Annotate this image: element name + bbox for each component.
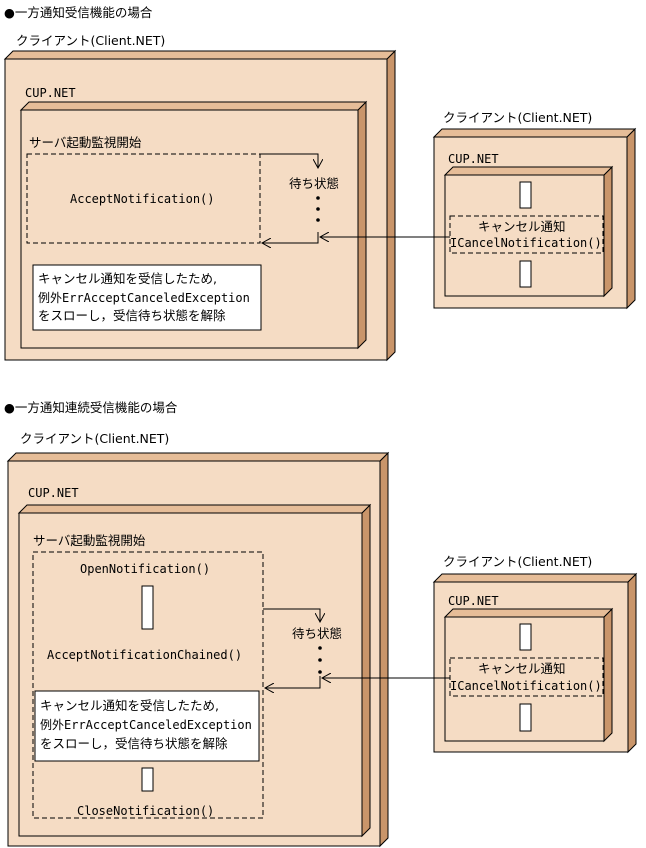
note-line: キャンセル通知を受信したため, (38, 271, 217, 286)
cancel-region (449, 657, 604, 697)
monitor-region (32, 551, 264, 819)
cancel-label: キャンセル通知 (478, 219, 566, 234)
wait-end-arrow (262, 232, 319, 243)
wait-label: 待ち状態 (289, 176, 339, 191)
activation-bar (519, 623, 532, 651)
cancel-label: キャンセル通知 (478, 661, 566, 676)
remote-client-label: クライアント(Client.NET) (443, 110, 592, 125)
cancel-method: ICancelNotification() (450, 679, 602, 693)
remote-cup-label: CUP.NET (448, 594, 499, 608)
open-notification-call: OpenNotification() (80, 562, 210, 576)
accept-notification-chained-call: AcceptNotificationChained() (47, 648, 242, 662)
wait-start-arrow (263, 608, 320, 622)
exception-note: キャンセル通知を受信したため, 例外ErrAcceptCanceledExcep… (32, 264, 262, 331)
wait-end-arrow (265, 676, 321, 688)
note-line: キャンセル通知を受信したため, (40, 698, 219, 713)
wait-dots (318, 646, 322, 674)
note-line: 例外ErrAcceptCanceledException (38, 291, 250, 305)
note-line: をスローし，受信待ち状態を解除 (38, 308, 226, 323)
client-label: クライアント(Client.NET) (16, 33, 165, 48)
note-line: をスローし，受信待ち状態を解除 (40, 736, 228, 751)
cancel-method: ICancelNotification() (450, 236, 602, 250)
monitor-label: サーバ起動監視開始 (29, 135, 142, 150)
activation-bar (519, 181, 532, 209)
section-heading: ●一方通知連続受信機能の場合 (4, 400, 178, 415)
cup-label: CUP.NET (28, 486, 79, 500)
cup-label: CUP.NET (25, 86, 76, 100)
exception-note: キャンセル通知を受信したため, 例外ErrAcceptCanceledExcep… (34, 690, 260, 762)
note-line: 例外ErrAcceptCanceledException (40, 718, 252, 732)
wait-start-arrow (260, 153, 318, 168)
cancel-region (449, 215, 604, 254)
monitor-region (26, 153, 261, 244)
client-label: クライアント(Client.NET) (20, 431, 169, 446)
remote-client-label: クライアント(Client.NET) (443, 554, 592, 569)
section-one-way-chained-notification: ●一方通知連続受信機能の場合 クライアント(Client.NET) CUP.NE… (4, 400, 638, 848)
cup-box (17, 503, 372, 838)
monitor-label: サーバ起動監視開始 (33, 533, 146, 548)
remote-cup-label: CUP.NET (448, 152, 499, 166)
wait-dots (316, 196, 320, 222)
activation-bar (141, 585, 154, 630)
wait-label: 待ち状態 (292, 626, 342, 641)
section-heading: ●一方通知受信機能の場合 (4, 5, 153, 20)
activation-bar (519, 703, 532, 732)
close-notification-call: CloseNotification() (77, 804, 214, 818)
activation-bar (519, 260, 532, 288)
accept-notification-call: AcceptNotification() (70, 192, 215, 206)
section-one-way-notification: ●一方通知受信機能の場合 クライアント(Client.NET) CUP.NET … (3, 5, 637, 362)
activation-bar (141, 767, 154, 792)
